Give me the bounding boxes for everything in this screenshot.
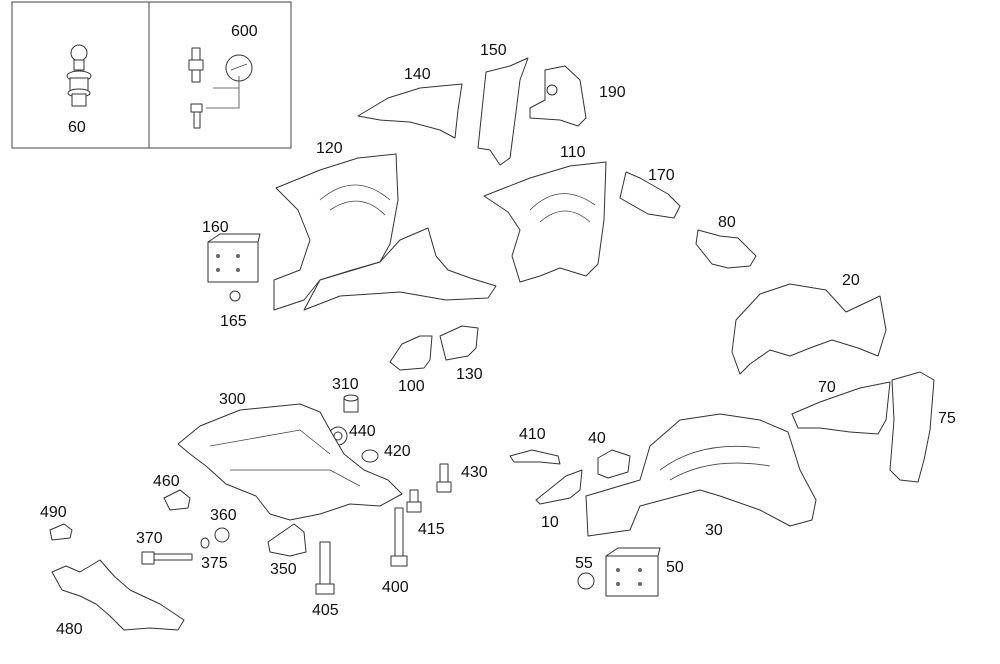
part-75 xyxy=(889,371,935,483)
part-130 xyxy=(439,325,479,361)
part-420-washer xyxy=(361,449,379,463)
part-50-mount-plate xyxy=(605,547,661,597)
part-310-bushing xyxy=(343,394,359,413)
label-430: 430 xyxy=(461,464,488,481)
label-10: 10 xyxy=(541,514,559,531)
label-165: 165 xyxy=(220,313,247,330)
label-190: 190 xyxy=(599,84,626,101)
label-20: 20 xyxy=(842,272,860,289)
inset-box-fastener-kit xyxy=(148,1,292,149)
label-600: 600 xyxy=(231,23,258,40)
label-75: 75 xyxy=(938,410,956,427)
part-40 xyxy=(597,449,631,479)
part-300-subframe xyxy=(177,403,403,521)
label-150: 150 xyxy=(480,42,507,59)
part-430-bolt xyxy=(436,463,452,493)
part-110-right-wheelhouse xyxy=(483,161,607,283)
part-415-bolt xyxy=(406,489,422,513)
part-165-nut xyxy=(229,290,241,302)
part-480-skid-plate xyxy=(51,559,185,631)
label-415: 415 xyxy=(418,521,445,538)
part-120-left-wheelhouse xyxy=(273,153,497,311)
label-410: 410 xyxy=(519,426,546,443)
part-20-wheel-arch xyxy=(731,283,887,375)
label-310: 310 xyxy=(332,376,359,393)
label-360: 360 xyxy=(210,507,237,524)
label-490: 490 xyxy=(40,504,67,521)
label-400: 400 xyxy=(382,579,409,596)
label-160: 160 xyxy=(202,219,229,236)
label-375: 375 xyxy=(201,555,228,572)
part-170 xyxy=(619,171,681,219)
label-55: 55 xyxy=(575,555,593,572)
label-460: 460 xyxy=(153,473,180,490)
part-160-mount-plate xyxy=(207,233,261,283)
part-10 xyxy=(535,469,583,505)
label-440: 440 xyxy=(349,423,376,440)
part-70 xyxy=(791,381,891,435)
label-40: 40 xyxy=(588,430,606,447)
label-100: 100 xyxy=(398,378,425,395)
label-300: 300 xyxy=(219,391,246,408)
label-30: 30 xyxy=(705,522,723,539)
part-400-long-bolt xyxy=(390,507,408,567)
part-600-fastener-kit xyxy=(188,47,253,129)
label-140: 140 xyxy=(404,66,431,83)
part-370-long-bolt xyxy=(141,551,193,565)
part-140 xyxy=(357,83,463,139)
label-50: 50 xyxy=(666,559,684,576)
part-405-stud xyxy=(315,541,335,595)
part-350-bracket xyxy=(267,523,307,557)
label-170: 170 xyxy=(648,167,675,184)
callout-labels: 60 600 140 150 190 120 110 170 80 160 16… xyxy=(40,23,956,638)
part-410 xyxy=(509,449,561,465)
part-150 xyxy=(477,57,529,166)
part-60-ball-stud xyxy=(66,44,92,107)
label-120: 120 xyxy=(316,140,343,157)
label-80: 80 xyxy=(718,214,736,231)
part-30-side-member xyxy=(585,413,817,537)
label-70: 70 xyxy=(818,379,836,396)
part-460-clip xyxy=(163,489,191,511)
label-480: 480 xyxy=(56,621,83,638)
part-190 xyxy=(529,65,587,127)
part-375-washer xyxy=(200,537,210,549)
part-360-nut xyxy=(214,527,230,543)
label-370: 370 xyxy=(136,530,163,547)
label-130: 130 xyxy=(456,366,483,383)
part-100 xyxy=(389,335,433,371)
part-80 xyxy=(695,229,757,269)
label-405: 405 xyxy=(312,602,339,619)
part-55-nut xyxy=(577,572,595,590)
label-60: 60 xyxy=(68,119,86,136)
label-420: 420 xyxy=(384,443,411,460)
part-490-bracket xyxy=(49,523,73,541)
label-350: 350 xyxy=(270,561,297,578)
label-110: 110 xyxy=(560,144,586,161)
